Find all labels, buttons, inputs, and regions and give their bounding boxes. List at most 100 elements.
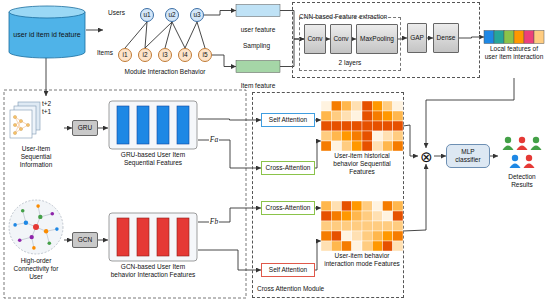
heatmap-figure-part: [331, 141, 341, 151]
local-feature-bar: Local features of user item interaction: [484, 30, 544, 78]
node-text: High-order Connectivity for User: [8, 257, 64, 280]
item-node: i1: [118, 48, 132, 62]
graph-illustration-figure: [8, 198, 64, 256]
node-text: GRU-based User Item Sequential Features: [108, 151, 198, 167]
heatmap-figure-part: [342, 211, 352, 221]
connector-arrow: [434, 156, 446, 157]
heatmap-figure-part: [342, 131, 352, 141]
connector-arrow: [459, 37, 484, 38]
annotation-label: Sampling: [243, 42, 270, 50]
heatmap-figure-part: [342, 241, 352, 251]
graph-illustration-figure-part: [24, 221, 28, 225]
interaction-link: [172, 22, 185, 48]
node-text: GAP: [410, 34, 424, 42]
heatmap: User-item historical behavior Sequential…: [321, 101, 403, 185]
heatmap-figure-part: [393, 221, 403, 231]
node-text: GRU: [78, 124, 92, 132]
heatmap-figure-part: [372, 231, 382, 241]
annotation-label: t+2: [42, 100, 51, 108]
heatmap-figure-part: [383, 101, 393, 111]
heatmap-figure-part: [372, 201, 382, 211]
heatmap-figure-part: [342, 111, 352, 121]
cross-attention-box: Cross-Attention: [261, 161, 315, 175]
text-holder: Dense: [434, 24, 458, 52]
node-text: i1: [122, 51, 127, 59]
gap-box: GAP: [407, 23, 427, 53]
annotation-label: t+1: [42, 108, 51, 116]
interaction-link: [125, 22, 147, 48]
detection-result-figure-part: [505, 137, 511, 143]
feature-bar: user feature: [236, 4, 280, 30]
text-holder: MLP classifier: [447, 145, 489, 167]
heatmap-figure-part: [383, 241, 393, 251]
node-text: user feature: [241, 26, 276, 34]
heatmap-figure-part: [321, 131, 331, 141]
connector-arrow: [64, 128, 72, 129]
heatmap-figure-part: [383, 121, 393, 131]
detection-result: Detection Results: [498, 132, 546, 196]
local-feature-bar-figure-part: [514, 31, 524, 44]
heatmap-figure-part: [331, 201, 341, 211]
sequence-illustration-figure-part: [13, 115, 16, 118]
user-node: u2: [165, 8, 179, 22]
sequence-illustration-figure-part: [15, 121, 21, 133]
heatmap-figure-part: [321, 201, 331, 211]
heatmap-figure-part: [331, 231, 341, 241]
heatmap-figure-part: [352, 211, 362, 221]
graph-illustration-figure-part: [36, 204, 40, 208]
attention-module-box: Cross Attention ModuleSelf AttentionCros…: [252, 92, 404, 298]
gcn-feature-block-figure-part: [117, 218, 129, 256]
sequence-illustration-figure-part: [13, 123, 16, 126]
gcn-feature-block-figure: [108, 212, 198, 262]
graph-illustration: High-order Connectivity for User: [8, 198, 64, 292]
node-text: MaxPooling: [360, 35, 394, 43]
detection-result-figure-part: [512, 155, 518, 161]
graph-illustration-figure-part: [55, 227, 59, 231]
sequence-illustration-figure-part: [13, 131, 16, 134]
connector-arrow: [315, 141, 321, 168]
heatmap-figure-part: [352, 231, 362, 241]
pooling-box: MaxPooling: [356, 24, 398, 54]
node-text: User-item behavior interaction mode Feat…: [321, 252, 403, 268]
heatmap-figure-part: [342, 231, 352, 241]
connector-arrow: [98, 240, 108, 241]
interaction-link: [145, 22, 172, 48]
text-holder: User-item historical behavior Sequential…: [321, 152, 403, 178]
dense-box: Dense: [433, 23, 459, 53]
connector-arrow: [398, 38, 407, 39]
graph-illustration-figure-part: [38, 215, 42, 219]
feature-bar-figure-part: [236, 61, 280, 73]
graph-illustration-figure-part: [9, 200, 63, 254]
flow-arrow: [46, 57, 47, 96]
node-text: Self Attention: [269, 266, 307, 274]
node-text: Cross-Attention: [266, 204, 311, 212]
connector-arrow: [204, 11, 236, 16]
node-text: u2: [168, 11, 175, 19]
text-holder: Cross-Attention: [262, 162, 314, 174]
graph-illustration-figure-part: [48, 242, 52, 246]
database-cylinder-figure-part: [9, 12, 85, 58]
graph-illustration-figure-part: [44, 229, 48, 233]
heatmap-figure-part: [372, 241, 382, 251]
heatmap-figure-part: [362, 141, 372, 151]
connector-arrow: [315, 120, 321, 121]
conv-box: Conv: [304, 24, 326, 54]
heatmap-figure-part: [321, 121, 331, 131]
heatmap-figure-part: [393, 141, 403, 151]
text-holder: user feature: [236, 18, 280, 36]
detection-result-figure-part: [531, 146, 542, 151]
annotation-label: Module Interaction Behavior: [125, 68, 206, 76]
heatmap-figure: [321, 201, 403, 251]
heatmap-figure-part: [321, 101, 331, 111]
graph-illustration-figure-part: [32, 246, 36, 250]
layer-group-box: 2 layersConvConvMaxPooling: [299, 17, 401, 71]
detection-result-figure: [498, 132, 546, 172]
cnn-module-box: CNN-based Feature extraction2 layersConv…: [292, 2, 480, 78]
text-holder: GAP: [408, 24, 426, 52]
heatmap-figure-part: [331, 121, 341, 131]
heatmap-figure-part: [393, 111, 403, 121]
heatmap-figure-part: [352, 131, 362, 141]
text-holder: GRU-based User Item Sequential Features: [108, 151, 198, 169]
graph-illustration-figure-part: [51, 212, 55, 216]
text-holder: ⊗: [418, 148, 434, 164]
